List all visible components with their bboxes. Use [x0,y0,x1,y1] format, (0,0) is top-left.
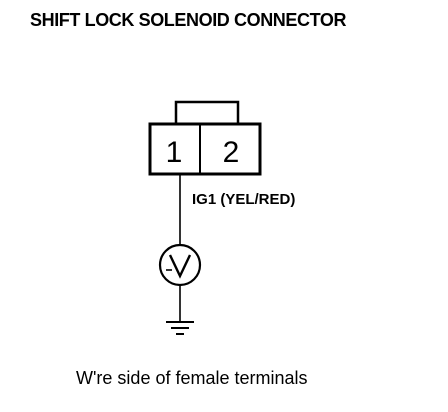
caption: W're side of female terminals [76,368,308,388]
diagram-title: SHIFT LOCK SOLENOID CONNECTOR [30,10,347,30]
pin-1-label: 1 [166,136,183,169]
wire-label: IG1 (YEL/RED) [192,191,295,208]
connector-body [148,122,262,176]
voltmeter-icon [158,243,202,287]
pin-2-label: 2 [223,136,240,169]
connector-lock-tab [174,100,240,128]
ground-icon [166,321,194,335]
